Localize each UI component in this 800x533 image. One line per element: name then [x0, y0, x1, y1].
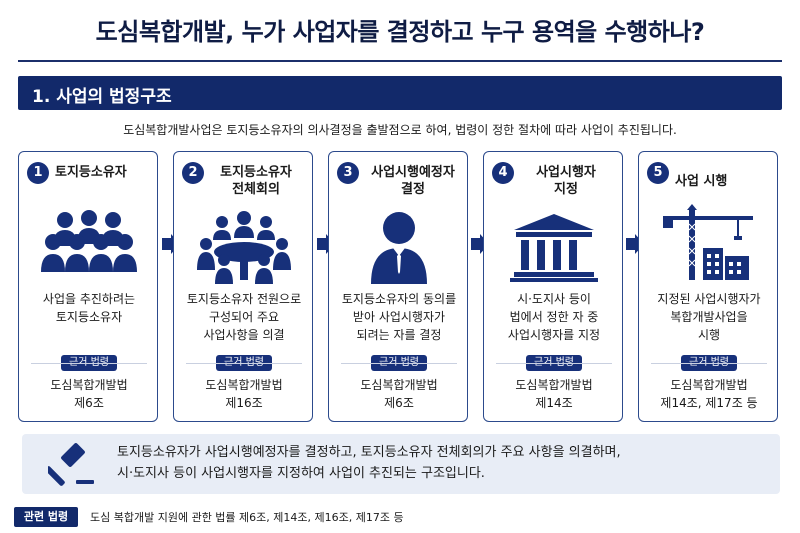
- intro-text: 도심복합개발사업은 토지등소유자의 의사결정을 출발점으로 하여, 법령이 정한…: [123, 123, 677, 137]
- step-number: 4: [492, 162, 514, 184]
- step-card-1: 1 토지등소유자 사업을 추진하려는 토지등소유자 근거 법령 도심복합개발법 …: [18, 151, 158, 422]
- construction-crane-icon: [663, 204, 753, 280]
- step-title: 사업시행예정자 결정: [371, 165, 455, 197]
- law-reference: 도심복합개발법 제14조: [515, 378, 593, 410]
- step-description: 사업을 추진하려는 토지등소유자: [42, 292, 136, 324]
- summary-panel: 토지등소유자가 사업시행예정자를 결정하고, 토지등소유자 전체회의가 주요 사…: [22, 434, 780, 494]
- divider: [651, 363, 767, 364]
- step-description: 지정된 사업시행자가 복합개발사업을 시행: [657, 292, 761, 342]
- step-description: 시·도지사 등이 법에서 정한 자 중 사업시행자를 지정: [507, 292, 601, 342]
- step-title: 토지등소유자: [55, 165, 127, 180]
- divider: [31, 363, 147, 364]
- meeting-table-icon: [197, 211, 291, 284]
- step-number: 3: [337, 162, 359, 184]
- related-law-text: 도심 복합개발 지원에 관한 법률 제6조, 제14조, 제16조, 제17조 …: [90, 511, 404, 524]
- step-title: 사업시행자 지정: [536, 165, 596, 197]
- title-divider: [18, 60, 782, 62]
- step-description: 토지등소유자 전원으로 구성되어 주요 사업사항을 의결: [186, 292, 302, 342]
- step-number: 1: [27, 162, 49, 184]
- summary-text: 토지등소유자가 사업시행예정자를 결정하고, 토지등소유자 전체회의가 주요 사…: [117, 445, 621, 481]
- step-description: 토지등소유자의 동의를 받아 사업시행자가 되려는 자를 결정: [341, 292, 457, 342]
- law-reference: 도심복합개발법 제6조: [360, 378, 438, 410]
- law-reference: 도심복합개발법 제16조: [205, 378, 283, 410]
- step-title: 사업 시행: [675, 174, 728, 189]
- gavel-icon: [48, 443, 94, 486]
- step-title: 토지등소유자 전체회의: [220, 165, 292, 197]
- page-title: 도심복합개발, 누가 사업자를 결정하고 누구 용역을 수행하나?: [95, 18, 705, 46]
- businessperson-icon: [371, 212, 427, 284]
- step-card-5: 5 사업 시행 지정된 사업시행자가 복합개발사업을 시행 근거 법령: [638, 151, 778, 422]
- section-title: 1. 사업의 법정구조: [32, 87, 172, 107]
- law-reference: 도심복합개발법 제6조: [50, 378, 128, 410]
- government-building-icon: [510, 214, 598, 282]
- step-card-4: 4 사업시행자 지정 시·도지사 등이 법에서 정한 자 중 사업시행자를 지정…: [483, 151, 623, 422]
- divider: [496, 363, 612, 364]
- divider: [341, 363, 457, 364]
- divider: [186, 363, 302, 364]
- group-people-icon: [41, 210, 137, 272]
- law-reference: 도심복합개발법 제14조, 제17조 등: [660, 378, 758, 410]
- step-number: 2: [182, 162, 204, 184]
- related-law-tag: 관련 법령: [14, 507, 78, 527]
- step-card-3: 3 사업시행예정자 결정 토지등소유자의 동의를 받아 사업시행자가 되려는 자…: [328, 151, 468, 422]
- section-header: 1. 사업의 법정구조: [18, 76, 782, 110]
- step-number: 5: [647, 162, 669, 184]
- step-card-2: 2 토지등소유자 전체회의 토지등소유자 전원으로 구성되어 주요 사업사항을 …: [173, 151, 313, 422]
